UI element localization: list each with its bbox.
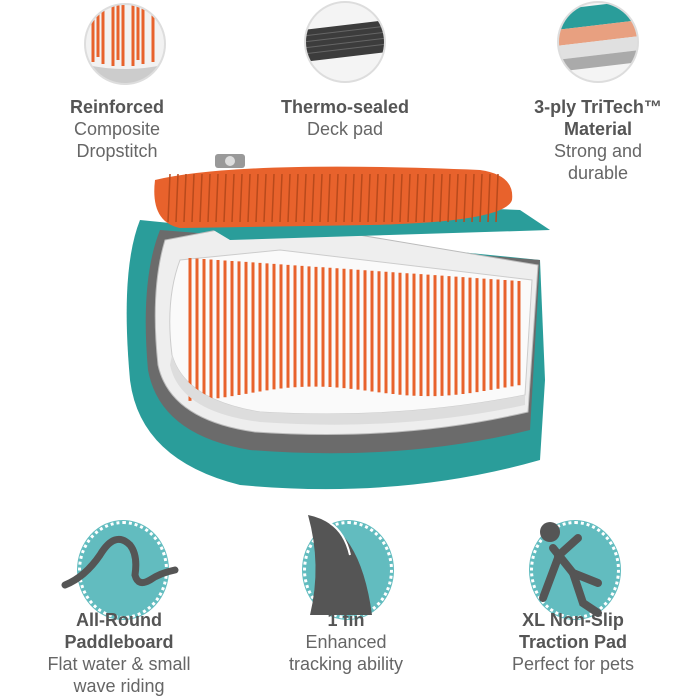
feature-title: All-Round: [76, 610, 162, 630]
feature-line: Flat water & small: [47, 654, 191, 674]
feature-title-line2: Traction Pad: [518, 632, 628, 652]
dropstitch-fibers: [188, 258, 521, 401]
feature-title: Thermo-sealed: [280, 97, 410, 117]
feature-title: 1 fin: [327, 610, 365, 630]
feature-line: tracking ability: [288, 654, 404, 674]
feature-non-slip: XL Non-Slip Traction Pad Perfect for pet…: [473, 609, 673, 675]
feature-title-line2: Paddleboard: [64, 632, 174, 652]
tritech-material-detail-icon: [557, 1, 639, 83]
dropstitch-detail-icon: [84, 3, 166, 85]
feature-title: 3-ply TriTech™: [534, 97, 662, 117]
paddleboard-cross-section-illustration: [126, 154, 550, 490]
feature-line: Enhanced: [305, 632, 387, 652]
feature-line: Deck pad: [306, 119, 384, 139]
feature-all-round: All-Round Paddleboard Flat water & small…: [19, 609, 219, 697]
feature-title: XL Non-Slip: [522, 610, 624, 630]
feature-line: durable: [567, 163, 629, 183]
feature-thermo-sealed: Thermo-sealed Deck pad: [245, 96, 445, 140]
feature-line: Dropstitch: [76, 141, 158, 161]
feature-line: Perfect for pets: [511, 654, 635, 674]
feature-line: wave riding: [73, 676, 165, 696]
fin-icon: [308, 515, 372, 615]
feature-title: Reinforced: [69, 97, 165, 117]
feature-tritech-material: 3-ply TriTech™ Material Strong and durab…: [498, 96, 698, 184]
deck-pad-detail-icon: [304, 1, 386, 83]
feature-reinforced-dropstitch: Reinforced Composite Dropstitch: [17, 96, 217, 162]
wave-icon: [61, 535, 179, 589]
feature-one-fin: 1 fin Enhanced tracking ability: [246, 609, 446, 675]
feature-line: Composite: [73, 119, 161, 139]
feature-line: Strong and: [553, 141, 643, 161]
feature-title-line2: Material: [563, 119, 633, 139]
slipping-person-icon: [539, 522, 602, 617]
